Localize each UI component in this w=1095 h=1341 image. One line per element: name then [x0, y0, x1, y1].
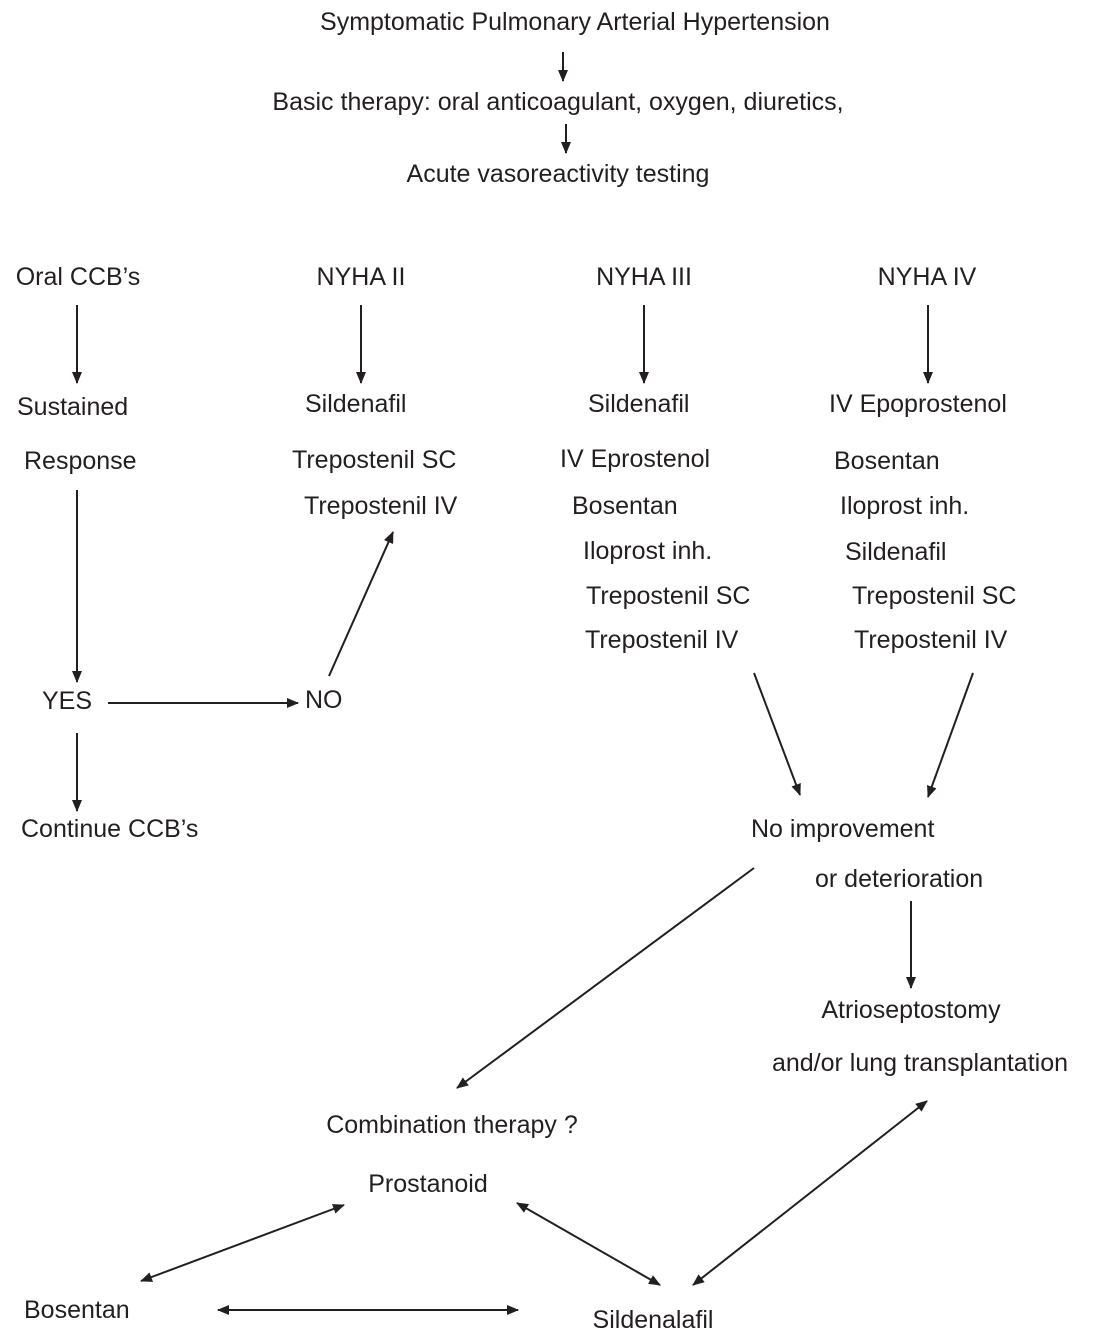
- deterioration-node: or deterioration: [815, 865, 983, 893]
- oral-ccb-node: Oral CCB’s: [16, 263, 141, 291]
- nyha-iii-therapy-list: Sildenafil IV Eprostenol Bosentan Ilopro…: [560, 390, 750, 654]
- arrow-no-improvement-to-combination: [456, 867, 755, 1089]
- nyha-iv-therapy-list: IV Epoprostenol Bosentan Iloprost inh. S…: [829, 390, 1016, 654]
- nyha-iv-node: NYHA IV: [878, 263, 977, 291]
- nyha-ii-therapy-list: Sildenafil Trepostenil SC Trepostenil IV: [292, 390, 458, 520]
- nyha-iv-therapy: IV Epoprostenol: [829, 390, 1007, 418]
- nyha-iv-therapy: Trepostenil SC: [852, 582, 1016, 610]
- no-node: NO: [305, 686, 343, 714]
- nyha-ii-node: NYHA II: [317, 263, 406, 291]
- prostanoid-node: Prostanoid: [368, 1170, 488, 1198]
- nyha-iii-therapy: Sildenafil: [588, 390, 689, 418]
- basic-therapy-node: Basic therapy: oral anticoagulant, oxyge…: [272, 88, 843, 116]
- nyha-iii-therapy: Iloprost inh.: [583, 537, 712, 565]
- bosentan-bottom-node: Bosentan: [24, 1296, 130, 1324]
- arrow-prostanoid-bosentan: [140, 1204, 345, 1282]
- nyha-iii-therapy: IV Eprostenol: [560, 445, 710, 473]
- arrow-prostanoid-sildenafil: [516, 1202, 661, 1286]
- nyha-iv-therapy: Sildenafil: [845, 538, 946, 566]
- nyha-iv-therapy: Trepostenil IV: [854, 626, 1008, 654]
- combination-therapy-node: Combination therapy ?: [326, 1111, 578, 1139]
- nyha-iv-therapy: Iloprost inh.: [840, 492, 969, 520]
- nyha-iii-therapy: Trepostenil SC: [586, 582, 750, 610]
- nyha-ii-therapy: Sildenafil: [305, 390, 406, 418]
- arrow-no-to-nyha-ii: [328, 531, 394, 677]
- no-improvement-node: No improvement: [751, 815, 934, 843]
- yes-node: YES: [42, 687, 92, 715]
- response-node: Response: [24, 447, 137, 475]
- arrow-sildenafil-transplant: [692, 1100, 928, 1286]
- nyha-ii-therapy: Trepostenil SC: [292, 446, 456, 474]
- title-node: Symptomatic Pulmonary Arterial Hypertens…: [320, 8, 830, 36]
- sildenafil-bottom-node: Sildenalafil: [593, 1306, 714, 1334]
- nyha-iii-therapy: Bosentan: [572, 492, 678, 520]
- lung-transplant-node: and/or lung transplantation: [772, 1049, 1068, 1077]
- nyha-iv-therapy: Bosentan: [834, 447, 940, 475]
- atrioseptostomy-node: Atrioseptostomy: [821, 996, 1001, 1024]
- nyha-iii-node: NYHA III: [596, 263, 692, 291]
- arrow-nyha-iv-to-no-improvement: [927, 672, 974, 798]
- arrow-nyha-iii-to-no-improvement: [753, 672, 801, 796]
- sustained-node: Sustained: [17, 393, 128, 421]
- continue-ccb-node: Continue CCB’s: [21, 815, 198, 843]
- nyha-iii-therapy: Trepostenil IV: [585, 626, 739, 654]
- vasoreactivity-node: Acute vasoreactivity testing: [407, 160, 710, 188]
- nyha-ii-therapy: Trepostenil IV: [304, 492, 458, 520]
